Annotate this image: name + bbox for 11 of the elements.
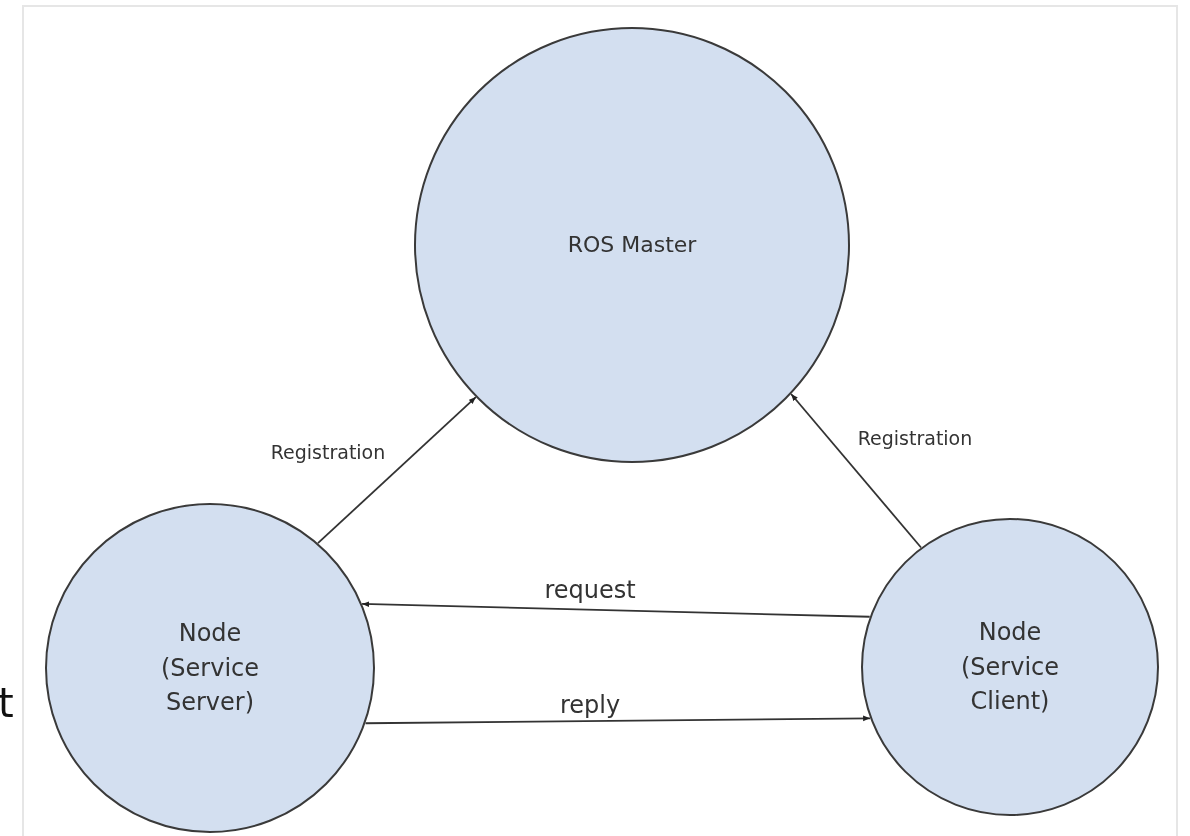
arrow	[317, 396, 477, 545]
arrow	[364, 715, 871, 725]
edge-label: Registration	[270, 441, 386, 463]
edge-label: request	[544, 576, 636, 604]
arrow	[361, 601, 871, 618]
arrow	[790, 393, 922, 549]
edge-label: Registration	[857, 427, 973, 449]
node-label: ROS Master	[566, 231, 698, 260]
node-label: Node (Service Server)	[159, 617, 261, 719]
edge-label: reply	[559, 691, 621, 719]
node-label: Node (Service Client)	[959, 616, 1061, 718]
